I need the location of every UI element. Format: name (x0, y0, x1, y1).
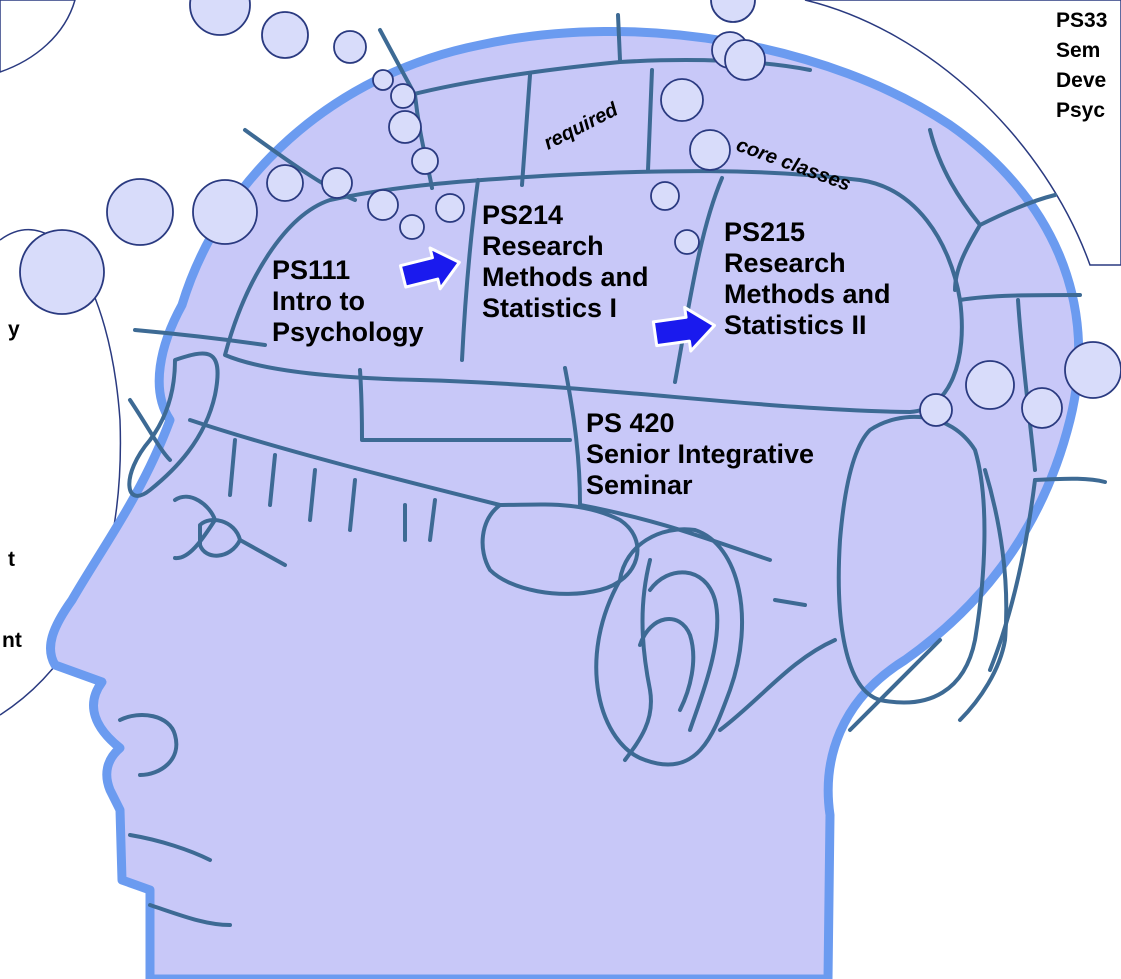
bubble (411, 147, 439, 175)
bubble (674, 229, 700, 255)
course-ps111: PS111 Intro to Psychology (272, 255, 424, 348)
bubble (390, 83, 416, 109)
course-code: PS214 (482, 200, 564, 230)
course-title-line: Methods and (724, 279, 891, 309)
thought-bubbles (19, 0, 1121, 429)
cutoff-line: PS33 (1056, 9, 1108, 32)
thought-bubble-right (804, 0, 1121, 266)
bubble (710, 0, 756, 23)
course-title-line: Methods and (482, 262, 649, 292)
right-arrow-icon (398, 246, 461, 291)
bubble (689, 129, 731, 171)
course-ps214: PS214 Research Methods and Statistics I (482, 200, 649, 324)
bubble (1021, 387, 1063, 429)
bubble (333, 30, 367, 64)
bubble (19, 229, 105, 315)
course-title-line: Senior Integrative (586, 439, 815, 469)
thought-bubble-top-left (0, 0, 76, 73)
course-code: PS 420 (586, 408, 675, 438)
bubble (367, 189, 399, 221)
cutoff-line: Sem (1056, 39, 1101, 62)
course-title-line: Statistics I (482, 293, 618, 323)
course-title-line: Research (482, 231, 604, 261)
bubble (1064, 341, 1121, 399)
bubble (266, 164, 304, 202)
bubble (106, 178, 174, 246)
course-title-line: Statistics II (724, 310, 867, 340)
bubble (919, 393, 953, 427)
course-title-line: Research (724, 248, 846, 278)
bubble (965, 360, 1015, 410)
bubble (321, 167, 353, 199)
course-title-line: Intro to (272, 286, 365, 316)
course-code: PS111 (272, 255, 351, 285)
bubble (388, 110, 422, 144)
cutoff-line: Psyc (1056, 99, 1106, 122)
cutoff-course-right: PS33 Sem Deve Psyc (1056, 6, 1107, 126)
cutoff-left-nt: nt (2, 629, 22, 652)
bubble (261, 11, 309, 59)
bubble (372, 69, 394, 91)
bubble (660, 78, 704, 122)
bubble (650, 181, 680, 211)
bubble (399, 214, 425, 240)
cutoff-left-y: y (8, 318, 20, 341)
bubble (724, 39, 766, 81)
bubble (189, 0, 251, 36)
course-title-line: Psychology (272, 317, 424, 347)
bubble (192, 179, 258, 245)
right-arrow-icon (651, 305, 716, 353)
cutoff-line: Deve (1056, 69, 1107, 92)
course-title-line: Seminar (586, 470, 693, 500)
bubble (435, 193, 465, 223)
course-ps215: PS215 Research Methods and Statistics II (724, 217, 891, 341)
course-code: PS215 (724, 217, 806, 247)
cutoff-left-t: t (8, 548, 15, 571)
course-ps420: PS 420 Senior Integrative Seminar (586, 408, 814, 501)
